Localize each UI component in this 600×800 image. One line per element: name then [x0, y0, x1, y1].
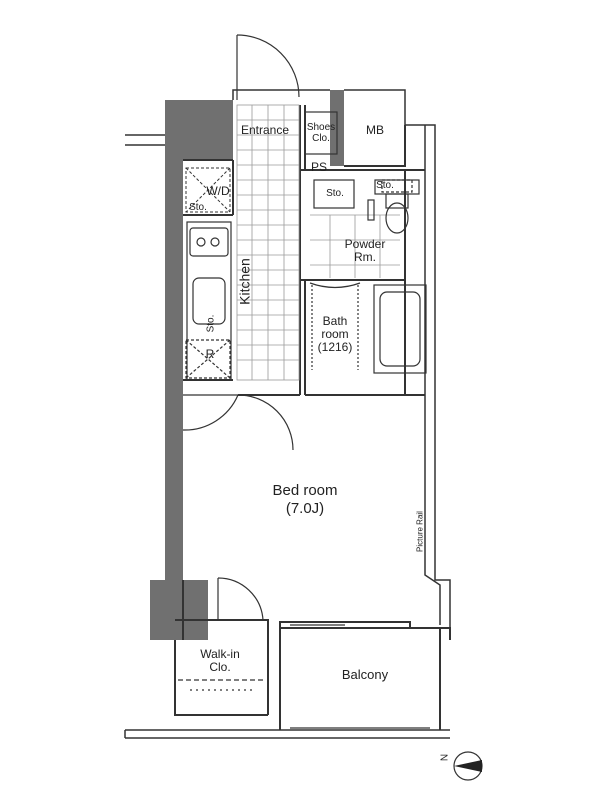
label-storage-right: Sto. [376, 180, 394, 191]
label-kitchen: Kitchen [236, 258, 253, 305]
label-mb: MB [366, 123, 384, 137]
label-picture-rail: Picture Rail [415, 511, 425, 552]
kitchen-counter [185, 221, 232, 381]
label-wd: W/D [206, 184, 230, 198]
compass-label: N [439, 753, 451, 762]
bedroom-door [182, 394, 294, 451]
label-storage-kitchen: Sto. [205, 314, 217, 333]
outer-envelope [124, 89, 451, 739]
powder-tile-grid [310, 214, 400, 278]
entrance-tile-grid [236, 104, 300, 381]
label-storage-mid: Sto. [326, 188, 344, 199]
shoes-closet [304, 111, 338, 155]
walkin-closet [178, 577, 265, 691]
label-ps: PS [310, 160, 327, 174]
label-bedroom: Bed room (7.0J) [272, 482, 338, 517]
powder-room-fixtures [313, 179, 420, 234]
compass-icon [453, 751, 483, 781]
label-powder-room: Powder Rm. [344, 237, 386, 264]
label-walkin-closet: Walk-in Clo. [200, 647, 240, 674]
label-refrigerator: R [205, 347, 215, 361]
structural-walls [150, 90, 344, 640]
label-balcony: Balcony [341, 667, 389, 682]
balcony-sliding-door [290, 621, 430, 729]
label-shoes-closet: Shoes Clo. [306, 122, 336, 144]
entrance-door [236, 34, 300, 100]
partition-walls [174, 105, 451, 730]
label-storage-left: Sto. [189, 202, 207, 213]
washer-dryer-area [185, 167, 231, 213]
label-entrance: Entrance [240, 123, 290, 137]
label-bathroom: Bath room (1216) [317, 314, 353, 354]
bathroom-fixtures [309, 282, 427, 374]
